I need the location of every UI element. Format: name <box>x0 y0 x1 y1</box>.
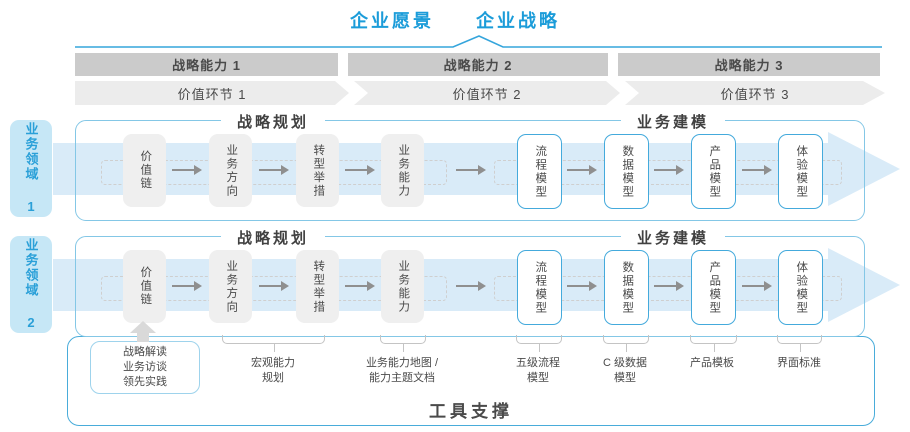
flow-box-product-model: 产品模型 <box>691 250 736 325</box>
brace-process-model <box>516 335 562 352</box>
flow-box-transformation: 转型举措 <box>296 134 339 207</box>
annotation-macro-capability: 宏观能力 规划 <box>251 357 295 385</box>
top-title: 企业愿景 企业战略 <box>0 7 910 33</box>
flow-box-experience-model: 体验模型 <box>778 250 823 325</box>
flow-box-value-chain: 价值链 <box>123 134 166 207</box>
flow-arrow-icon <box>742 281 772 291</box>
flow-arrow-icon <box>567 165 597 175</box>
strategic-planning-header: 战略规划 <box>220 227 326 248</box>
flow-arrow-icon <box>654 165 684 175</box>
domain-label-2: 业务领域 2 <box>10 236 52 333</box>
flow-box-product-model: 产品模型 <box>691 134 736 209</box>
strategy-title: 企业战略 <box>476 11 560 31</box>
dashed-group-modeling <box>494 160 842 185</box>
value-link-2: 价值环节 2 <box>354 81 620 105</box>
flow-arrow-icon <box>172 281 202 291</box>
flow-box-data-model: 数据模型 <box>604 250 649 325</box>
flow-arrow-icon <box>456 281 486 291</box>
practice-annotation-box: 战略解读 业务访谈 领先实践 <box>90 341 200 394</box>
vision-title: 企业愿景 <box>350 11 434 31</box>
business-modeling-header: 业务建模 <box>620 227 726 248</box>
brace-data-model <box>603 335 649 352</box>
dashed-group-strategy <box>101 160 447 185</box>
flow-box-transformation: 转型举措 <box>296 250 339 323</box>
flow-box-process-model: 流程模型 <box>517 250 562 325</box>
value-link-1: 价值环节 1 <box>75 81 349 105</box>
value-link-3: 价值环节 3 <box>625 81 885 105</box>
flow-box-data-model: 数据模型 <box>604 134 649 209</box>
annotation-data-model: C 级数据 模型 <box>603 357 647 385</box>
domain-label-1: 业务领域 1 <box>10 120 52 217</box>
flow-arrow-icon <box>259 281 289 291</box>
strategic-planning-header: 战略规划 <box>220 111 326 132</box>
capability-bar-1: 战略能力 1 <box>75 53 338 76</box>
tool-support-container: 工具支撑 <box>67 336 875 426</box>
capability-bar-3: 战略能力 3 <box>618 53 880 76</box>
brace-product-template <box>690 335 737 352</box>
flow-box-value-chain: 价值链 <box>123 250 166 323</box>
flow-box-business-direction: 业务方向 <box>209 134 252 207</box>
annotation-ui-standard: 界面标准 <box>777 357 821 369</box>
annotation-process-model: 五级流程 模型 <box>516 357 560 385</box>
flow-box-business-capability: 业务能力 <box>381 250 424 323</box>
swimlane-row-1: 战略规划 业务建模 价值链 业务方向 转型举措 业务能力 流程模型 数据模型 产… <box>75 111 865 221</box>
annotation-capability-map: 业务能力地图 / 能力主题文档 <box>365 357 439 385</box>
flow-arrow-icon <box>654 281 684 291</box>
flow-box-business-direction: 业务方向 <box>209 250 252 323</box>
dashed-group-strategy <box>101 276 447 301</box>
flow-arrow-icon <box>456 165 486 175</box>
brace-ui-standard <box>777 335 822 352</box>
brace-capability-map <box>380 335 426 352</box>
swimlane-row-2: 战略规划 业务建模 价值链 业务方向 转型举措 业务能力 流程模型 数据模型 产… <box>75 227 865 337</box>
caret-divider-line <box>75 35 882 48</box>
flow-box-experience-model: 体验模型 <box>778 134 823 209</box>
flow-arrow-icon <box>345 281 375 291</box>
flow-arrow-icon <box>345 165 375 175</box>
brace-macro-capability <box>222 335 325 352</box>
up-arrow-icon <box>130 321 156 342</box>
tool-support-label: 工具支撑 <box>429 402 513 421</box>
capability-bar-2: 战略能力 2 <box>348 53 608 76</box>
flow-box-business-capability: 业务能力 <box>381 134 424 207</box>
flow-arrow-icon <box>567 281 597 291</box>
flow-arrow-icon <box>742 165 772 175</box>
annotation-product-template: 产品模板 <box>690 357 734 369</box>
flow-arrow-icon <box>259 165 289 175</box>
flow-box-process-model: 流程模型 <box>517 134 562 209</box>
business-modeling-header: 业务建模 <box>620 111 726 132</box>
dashed-group-modeling <box>494 276 842 301</box>
flow-arrow-icon <box>172 165 202 175</box>
